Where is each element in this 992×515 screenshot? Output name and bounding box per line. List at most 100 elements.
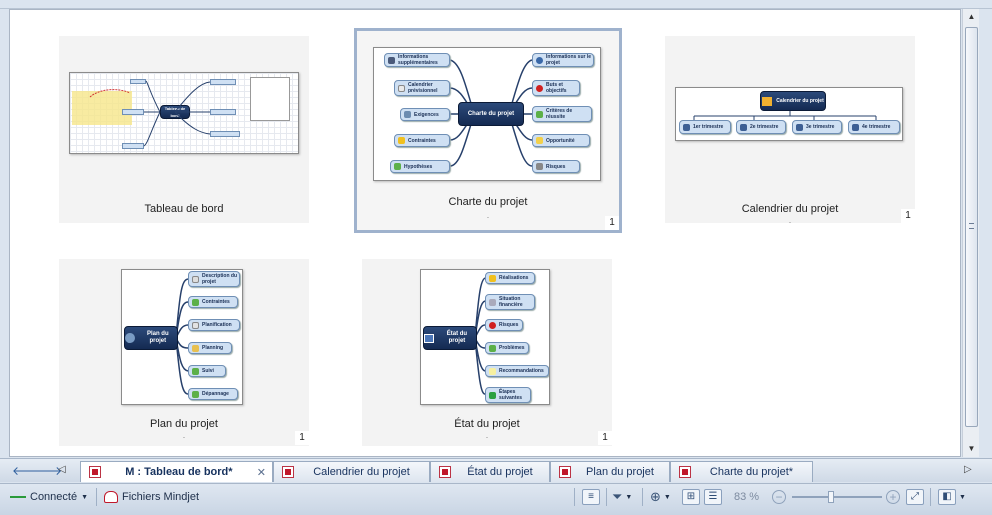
map-card-count: 1 xyxy=(295,431,309,445)
tab-scroll-right-icon[interactable]: ▷ xyxy=(964,464,972,475)
fit-page-button[interactable]: ⤢ xyxy=(906,488,924,506)
zoom-slider-thumb[interactable] xyxy=(828,491,834,503)
status-bar: Connecté ▼ Fichiers Mindjet ≡ ⏷▼ ⊕▼ ⊞ ☰ … xyxy=(0,483,992,515)
map-card-title: État du projet xyxy=(454,418,520,430)
zoom-slider-track xyxy=(792,491,882,503)
map-topic: Situation financière xyxy=(485,294,535,310)
zoom-slider[interactable] xyxy=(792,488,882,506)
mindjet-files-button[interactable]: Fichiers Mindjet xyxy=(104,488,199,506)
map-thumbnail: Plan du projet Description du projet Con… xyxy=(121,269,243,405)
zoom-level: 83 % xyxy=(734,491,760,503)
chevron-down-icon: ▼ xyxy=(663,493,671,501)
map-topic: Risques xyxy=(532,160,580,173)
chevron-down-icon: ▼ xyxy=(81,493,89,501)
divider xyxy=(574,488,575,506)
map-thumbnail: Calendrier du projet 1er trimestre 2e tr… xyxy=(675,87,903,141)
map-card-calendrier[interactable]: Calendrier du projet 1er trimestre 2e tr… xyxy=(665,36,915,225)
map-topic: Recommandations xyxy=(485,365,549,377)
map-thumbnail: Charte du projet Informations supplément… xyxy=(373,47,601,181)
map-central-topic: Plan du projet xyxy=(124,326,178,350)
arrow-right-icon[interactable]: 🡒 xyxy=(30,464,63,478)
chevron-down-icon: ▼ xyxy=(959,493,966,501)
split-view-icon: ◧ xyxy=(938,489,956,505)
tab-plan[interactable]: Plan du projet xyxy=(550,461,670,482)
connection-status[interactable]: Connecté ▼ xyxy=(10,488,88,506)
map-topic: Réalisations xyxy=(485,272,535,284)
focus-button[interactable]: ⊕▼ xyxy=(650,488,671,506)
map-topic: 4e trimestre xyxy=(848,120,900,134)
zoom-in-icon: + xyxy=(886,490,900,504)
map-topic: 2e trimestre xyxy=(736,120,786,134)
zoom-in-button[interactable]: + xyxy=(886,488,900,506)
tab-charte[interactable]: Charte du projet* xyxy=(670,461,813,482)
map-topic: Critères de réussite xyxy=(532,106,592,122)
tab-etat[interactable]: État du projet xyxy=(430,461,550,482)
collapse-button[interactable]: ☰ xyxy=(704,488,722,506)
map-topic: Opportunité xyxy=(532,134,590,147)
scroll-up-arrow-icon[interactable]: ▲ xyxy=(967,12,976,21)
map-topic: Buts et objectifs xyxy=(532,80,580,96)
filter-button[interactable]: ⏷▼ xyxy=(612,488,632,506)
top-frame xyxy=(0,0,992,9)
fit-page-icon: ⤢ xyxy=(906,489,924,505)
divider xyxy=(642,488,643,506)
map-central-topic: Calendrier du projet xyxy=(760,91,826,111)
expand-icon: ⊞ xyxy=(682,489,700,505)
mindjet-doc-icon xyxy=(679,466,691,478)
cloud-icon xyxy=(104,491,118,503)
map-central-topic: Charte du projet xyxy=(458,102,524,126)
close-icon[interactable]: ✕ xyxy=(256,466,266,479)
filter-icon: ⏷ xyxy=(612,489,623,504)
zoom-out-button[interactable]: − xyxy=(772,488,786,506)
mindjet-doc-icon xyxy=(439,466,451,478)
separator-dot: . xyxy=(486,211,490,220)
outline-view-icon: ≡ xyxy=(582,489,600,505)
divider xyxy=(930,488,931,506)
outline-view-button[interactable]: ≡ xyxy=(582,488,600,506)
collapse-icon: ☰ xyxy=(704,489,722,505)
separator-dot: . xyxy=(182,431,186,440)
map-card-title: Calendrier du projet xyxy=(741,203,839,215)
arrow-left-icon[interactable]: 🡐 xyxy=(12,464,45,478)
vertical-scrollbar[interactable]: ▲ ▼ xyxy=(962,9,979,457)
tab-scroll-left-icon[interactable]: ◁ xyxy=(58,464,66,475)
divider xyxy=(96,488,97,506)
map-topic: Suivi xyxy=(188,365,226,377)
scroll-down-arrow-icon[interactable]: ▼ xyxy=(967,444,976,453)
tab-tableau-de-bord[interactable]: M : Tableau de bord* ✕ xyxy=(80,461,273,482)
map-card-count: 1 xyxy=(901,209,915,223)
map-topic: 1er trimestre xyxy=(679,120,731,134)
map-card-title: Plan du projet xyxy=(150,418,218,430)
separator-dot: . xyxy=(788,216,792,225)
map-topic: Étapes suivantes xyxy=(485,387,531,403)
mindjet-doc-icon xyxy=(89,466,101,478)
map-topic: Risques xyxy=(485,319,523,331)
map-card-title: Charte du projet xyxy=(448,196,528,208)
map-thumbnail: État du projet Réalisations Situation fi… xyxy=(420,269,550,405)
map-thumbnail: Tableau de bord xyxy=(69,72,299,154)
map-topic: Problèmes xyxy=(485,342,529,354)
map-card-count: 1 xyxy=(605,216,619,230)
mindjet-doc-icon xyxy=(282,466,294,478)
map-topic: Dépannage xyxy=(188,388,238,400)
expand-button[interactable]: ⊞ xyxy=(682,488,700,506)
scrollbar-thumb[interactable] xyxy=(965,27,978,427)
map-card-plan[interactable]: Plan du projet Description du projet Con… xyxy=(59,259,309,446)
layout-button[interactable]: ◧▼ xyxy=(938,488,966,506)
map-topic: Informations supplémentaires xyxy=(384,53,450,67)
map-topic: Description du projet xyxy=(188,271,240,287)
tab-calendrier[interactable]: Calendrier du projet xyxy=(273,461,430,482)
map-topic: Planning xyxy=(188,342,232,354)
mindjet-doc-icon xyxy=(559,466,571,478)
map-card-charte[interactable]: Charte du projet Informations supplément… xyxy=(354,28,622,233)
map-card-tableau[interactable]: Tableau de bord Tableau de bo xyxy=(59,36,309,223)
map-topic: Contraintes xyxy=(394,134,450,147)
zoom-out-icon: − xyxy=(772,490,786,504)
map-card-etat[interactable]: État du projet Réalisations Situation fi… xyxy=(362,259,612,446)
map-card-title: Tableau de bord xyxy=(144,203,224,215)
map-central-topic: État du projet xyxy=(423,326,477,350)
map-topic: 3e trimestre xyxy=(792,120,842,134)
map-topic: Planification xyxy=(188,319,240,331)
map-topic: Exigences xyxy=(400,108,450,121)
